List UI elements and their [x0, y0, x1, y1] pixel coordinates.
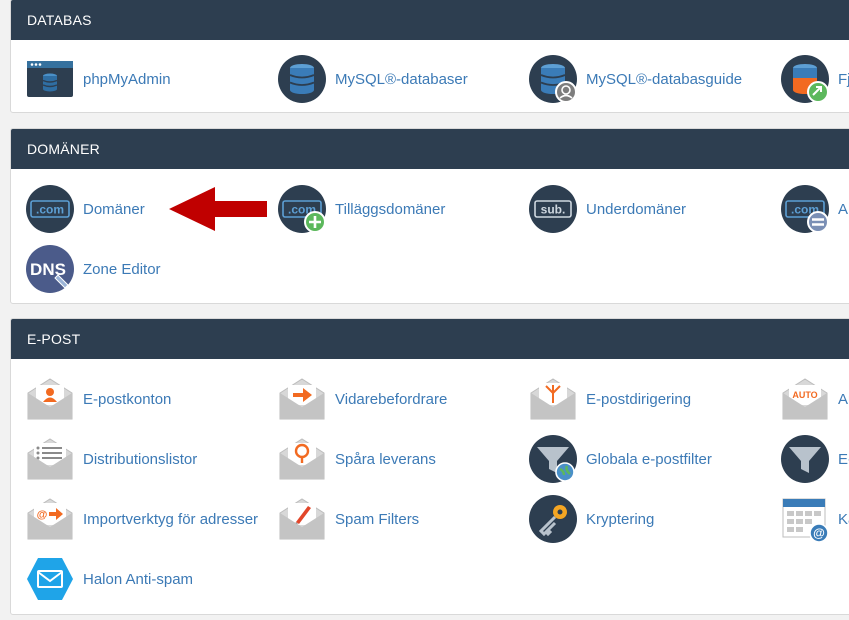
aliases-icon: .com [781, 185, 829, 233]
email-accounts-icon [27, 378, 73, 420]
mailing-lists-link[interactable]: Distributionslistor [26, 434, 197, 484]
databases-panel: DATABAS phpMyAdmin MySQL®-databaser [10, 0, 849, 113]
autoresponders-icon: AUTO [782, 378, 828, 420]
email-routing-label: E-postdirigering [586, 390, 692, 408]
domains-link[interactable]: .com Domäner [26, 184, 145, 234]
svg-text:.com: .com [36, 203, 64, 217]
remote-mysql-link[interactable]: Fj [781, 54, 849, 104]
email-accounts-label: E-postkonton [83, 390, 172, 408]
svg-text:sub.: sub. [541, 203, 566, 217]
mysql-databases-icon [278, 55, 326, 103]
autoresponders-link[interactable]: AUTO Au [781, 374, 849, 424]
addon-domains-icon: .com [278, 185, 326, 233]
zone-editor-icon: DNS [26, 245, 74, 293]
autoresponders-label: Au [838, 390, 849, 408]
import-addresses-link[interactable]: @ Importverktyg för adresser [26, 494, 258, 544]
aliases-link[interactable]: .com Al [781, 184, 849, 234]
forwarders-link[interactable]: Vidarebefordrare [278, 374, 447, 424]
svg-text:AUTO: AUTO [792, 390, 817, 400]
email-panel-header[interactable]: E-POST [11, 319, 849, 359]
mysql-wizard-label: MySQL®-databasguide [586, 70, 743, 88]
svg-text:@: @ [37, 509, 48, 521]
calendar-icon: @ [782, 498, 829, 543]
phpmyadmin-link[interactable]: phpMyAdmin [26, 54, 171, 104]
email-routing-link[interactable]: E-postdirigering [529, 374, 691, 424]
forwarders-icon [279, 378, 325, 420]
addon-domains-link[interactable]: .com Tilläggsdomäner [278, 184, 445, 234]
phpmyadmin-label: phpMyAdmin [83, 70, 171, 88]
mysql-wizard-icon [529, 55, 577, 103]
email-filters-icon [781, 435, 829, 483]
subdomains-label: Underdomäner [586, 200, 687, 218]
global-filters-link[interactable]: Globala e-postfilter [529, 434, 712, 484]
spam-filters-link[interactable]: Spam Filters [278, 494, 419, 544]
email-filters-label: E- [838, 450, 849, 468]
encryption-icon [529, 495, 577, 543]
global-filters-icon [529, 435, 577, 483]
domains-panel-header[interactable]: DOMÄNER [11, 129, 849, 169]
mailing-lists-label: Distributionslistor [83, 450, 198, 468]
halon-antispam-icon [27, 558, 73, 600]
spam-filters-icon [279, 498, 325, 540]
email-accounts-link[interactable]: E-postkonton [26, 374, 171, 424]
halon-antispam-label: Halon Anti-spam [83, 570, 194, 588]
track-delivery-link[interactable]: Spåra leverans [278, 434, 436, 484]
zone-editor-link[interactable]: DNS Zone Editor [26, 244, 161, 294]
red-arrow-icon [169, 187, 267, 231]
svg-text:DNS: DNS [30, 260, 66, 279]
domains-panel: DOMÄNER .com Domäner .com Tilläggsdomäne… [10, 128, 849, 304]
databases-panel-header[interactable]: DATABAS [11, 0, 849, 40]
mysql-databases-link[interactable]: MySQL®-databaser [278, 54, 468, 104]
svg-text:@: @ [813, 526, 825, 540]
aliases-label: Al [838, 200, 849, 218]
forwarders-label: Vidarebefordrare [335, 390, 448, 408]
remote-mysql-label: Fj [838, 70, 849, 88]
domains-label: Domäner [83, 200, 145, 218]
halon-antispam-link[interactable]: Halon Anti-spam [26, 554, 193, 604]
subdomains-link[interactable]: sub. Underdomäner [529, 184, 686, 234]
email-filters-link[interactable]: E- [781, 434, 849, 484]
domains-icon: .com [26, 185, 74, 233]
encryption-label: Kryptering [586, 510, 655, 528]
email-panel: E-POST E-postkonton Vidarebefordrare E-p… [10, 318, 849, 615]
zone-editor-label: Zone Editor [83, 260, 161, 278]
import-addresses-label: Importverktyg för adresser [83, 510, 259, 528]
encryption-link[interactable]: Kryptering [529, 494, 654, 544]
track-delivery-icon [279, 438, 325, 480]
subdomains-icon: sub. [529, 185, 577, 233]
email-routing-icon [530, 378, 576, 420]
import-addresses-icon: @ [27, 498, 73, 540]
addon-domains-label: Tilläggsdomäner [335, 200, 446, 218]
mailing-lists-icon [27, 438, 73, 480]
phpmyadmin-icon [27, 61, 73, 97]
remote-mysql-icon [781, 55, 829, 103]
calendar-link[interactable]: @ Ka [781, 494, 849, 544]
track-delivery-label: Spåra leverans [335, 450, 436, 468]
calendar-label: Ka [838, 510, 849, 528]
mysql-databases-label: MySQL®-databaser [335, 70, 468, 88]
mysql-wizard-link[interactable]: MySQL®-databasguide [529, 54, 742, 104]
global-filters-label: Globala e-postfilter [586, 450, 712, 468]
spam-filters-label: Spam Filters [335, 510, 420, 528]
